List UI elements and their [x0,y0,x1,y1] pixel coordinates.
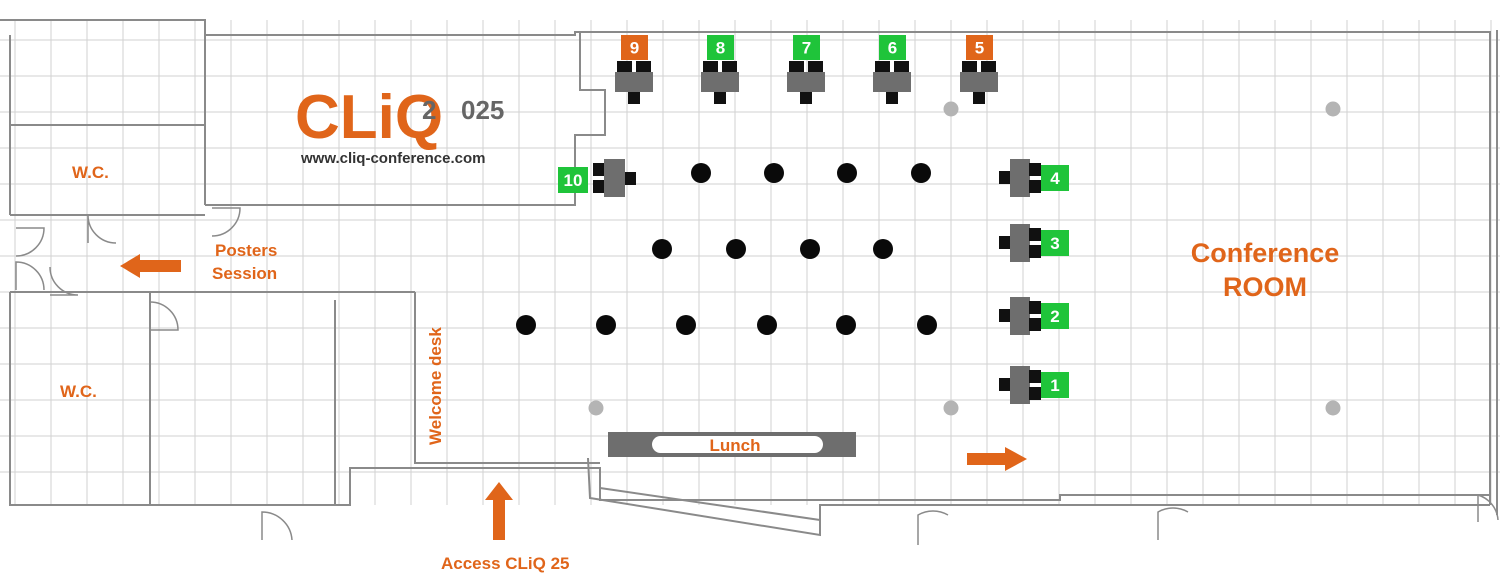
pillar [1325,400,1341,416]
stand-number: 3 [1050,234,1059,253]
lunch-label: Lunch [710,436,761,455]
exhibitor-stands: 9 8 7 6 5 10 4 3 2 1 [558,35,1069,404]
stand-10: 10 [558,159,636,197]
access-label: Access CLiQ 25 [441,554,570,573]
stand-badge [1041,165,1069,191]
round-table [800,239,820,259]
wc-bottom-label: W.C. [60,382,97,401]
posters-label-line1: Posters [215,241,277,260]
walls [0,19,1498,537]
welcome-desk-label: Welcome desk [426,327,445,445]
round-table [652,239,672,259]
round-table [691,163,711,183]
round-table [836,315,856,335]
stand-number: 8 [716,39,725,58]
pillar [1325,101,1341,117]
round-table [873,239,893,259]
stand-badge [879,35,906,60]
stand-badge [966,35,993,60]
stand-4: 4 [999,159,1069,197]
stand-number: 2 [1050,307,1059,326]
round-table [516,315,536,335]
arrow-up-icon [485,482,513,540]
stand-badge [558,167,588,193]
round-table [911,163,931,183]
arrow-right-icon [967,447,1027,471]
logo-name: CLiQ [295,83,443,152]
stand-8: 8 [701,35,739,104]
stand-badge [1041,372,1069,398]
stand-number: 5 [975,39,984,58]
stand-badge [1041,303,1069,329]
round-tables [516,163,937,335]
logo-website: www.cliq-conference.com [300,150,486,167]
stand-number: 10 [564,171,583,190]
stand-number: 9 [630,39,639,58]
round-table [757,315,777,335]
lunch-buffet: Lunch [608,432,856,457]
conference-label-line1: Conference [1191,238,1340,268]
stand-3: 3 [999,224,1069,262]
floor-grid [0,20,1500,505]
stand-badge [793,35,820,60]
round-table [764,163,784,183]
arrow-left-icon [120,254,181,278]
round-table [837,163,857,183]
conference-label-line2: ROOM [1223,272,1307,302]
stand-badge [1041,230,1069,256]
stand-5: 5 [960,35,998,104]
stand-number: 7 [802,39,811,58]
stand-badge [621,35,648,60]
round-table [917,315,937,335]
cliq-logo: CLiQ 2 025 www.cliq-conference.com [295,83,504,167]
stand-1: 1 [999,366,1069,404]
stand-6: 6 [873,35,911,104]
round-table [596,315,616,335]
doors [15,207,1499,545]
pillar [943,101,959,117]
pillar [588,400,604,416]
round-table [676,315,696,335]
pillar [943,400,959,416]
stand-number: 6 [888,39,897,58]
stand-number: 1 [1050,376,1059,395]
posters-label-line2: Session [212,264,277,283]
stand-2: 2 [999,297,1069,335]
stand-number: 4 [1050,169,1060,188]
round-table [726,239,746,259]
stand-7: 7 [787,35,825,104]
wc-top-label: W.C. [72,163,109,182]
logo-year-digit: 2 [422,95,436,125]
logo-year-rest: 025 [461,95,504,125]
pillars [588,101,1341,416]
stand-9: 9 [615,35,653,104]
stand-badge [707,35,734,60]
